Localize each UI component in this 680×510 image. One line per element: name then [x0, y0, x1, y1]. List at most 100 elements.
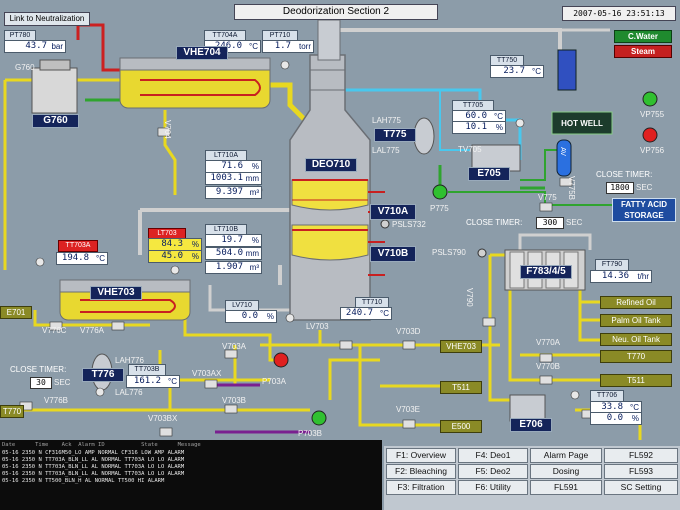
vp756-label: VP756: [640, 146, 665, 155]
fl592-button[interactable]: FL592: [604, 448, 678, 463]
close-timer-3-value[interactable]: 30: [30, 377, 52, 389]
alarm-row[interactable]: 05-16 2350 N TT500_BLN_H AL NORMAL TT500…: [2, 478, 164, 484]
t775-equipment[interactable]: T775: [374, 128, 416, 142]
fl591-button[interactable]: FL591: [530, 480, 602, 495]
pt710-unit: torr: [299, 42, 311, 51]
e705-equipment[interactable]: E705: [468, 167, 510, 181]
f4-deo1-button[interactable]: F4: Deo1: [458, 448, 528, 463]
e706-equipment[interactable]: E706: [510, 418, 552, 432]
g760-equipment[interactable]: G760: [32, 114, 79, 128]
lt710b-value-1[interactable]: 19.7%: [205, 234, 262, 247]
v776a-label: V776A: [80, 326, 105, 335]
lt710a-unit-1: %: [251, 162, 259, 171]
close-timer-2-value[interactable]: 300: [536, 217, 564, 229]
lv710-value[interactable]: 0.0%: [225, 310, 277, 323]
fl593-button[interactable]: FL593: [604, 464, 678, 479]
p703a-label: P703A: [262, 377, 287, 386]
v703bx-label: V703BX: [148, 414, 178, 423]
v703d-label: V703D: [396, 327, 421, 336]
lt710b-number-2: 504.0: [215, 248, 243, 258]
hot-well-tank[interactable]: HOT WELL: [561, 119, 603, 128]
alarm-header: Date Time Ack Alarm ID State Message: [2, 442, 201, 448]
tt706-number-2: 0.0: [606, 413, 623, 423]
neu-oil-tank-button[interactable]: Neu. Oil Tank: [600, 333, 672, 346]
lt710a-number-2: 1003.1: [210, 173, 243, 183]
v776c-label: V776C: [42, 326, 67, 335]
alarm-cell: TT703A_BLN_LL: [45, 457, 89, 463]
v710a-equipment[interactable]: V710A: [370, 204, 416, 220]
lt710b-value-3[interactable]: 1.907 m³: [205, 261, 262, 274]
lt703-number-1: 84.3: [161, 239, 183, 249]
fatty-acid-storage-button[interactable]: FATTY ACID STORAGE: [612, 198, 676, 222]
alarm-cell: 2350: [21, 450, 36, 456]
link-to-neutralization-button[interactable]: Link to Neutralization: [4, 12, 90, 26]
lt710b-number-3: 1.907: [215, 262, 243, 272]
deo710-equipment[interactable]: DEO710: [305, 158, 357, 172]
alarm-header-date: Date: [2, 442, 16, 448]
pt710-value[interactable]: 1.7 torr: [262, 40, 314, 53]
dosing-button[interactable]: Dosing: [530, 464, 602, 479]
alarm-header-ack: Ack: [61, 442, 72, 448]
tt710-unit: °C: [380, 309, 389, 318]
f1-overview-button[interactable]: F1: Overview: [386, 448, 456, 463]
lt710a-number-3: 9.397: [215, 187, 243, 197]
lt710b-unit-3: m³: [249, 263, 259, 272]
tt750-value[interactable]: 23.7°C: [490, 65, 544, 78]
alarm-cell: 05-16: [2, 464, 19, 470]
close-timer-3-unit: SEC: [54, 378, 71, 387]
t511-center-button[interactable]: T511: [440, 381, 482, 394]
alarm-list[interactable]: Date Time Ack Alarm ID State Message 05-…: [0, 440, 382, 510]
t770-button[interactable]: T770: [600, 350, 672, 363]
tt705-value-2[interactable]: 10.1%: [452, 121, 506, 134]
f783-equipment[interactable]: F783/4/5: [520, 265, 572, 279]
alarm-row[interactable]: 05-16 2350 N TT703A_BLN_LL AL NORMAL TT7…: [2, 457, 184, 463]
lt710b-unit-2: mm: [245, 249, 259, 258]
tt703a-value[interactable]: 194.8°C: [56, 252, 108, 265]
lah775-label: LAH775: [372, 116, 401, 125]
tt750-unit: °C: [532, 67, 541, 76]
v710b-equipment[interactable]: V710B: [370, 246, 416, 262]
f5-deo2-button[interactable]: F5: Deo2: [458, 464, 528, 479]
tv705-label: TV705: [458, 145, 482, 154]
lt710b-unit-1: %: [251, 236, 259, 245]
alarm-row[interactable]: 05-16 2350 N TT703A_BLN_LL AL NORMAL TT7…: [2, 471, 184, 477]
steam-button[interactable]: Steam: [614, 45, 672, 58]
alarm-cell: 2350: [21, 457, 36, 463]
alarm-cell: CF316M50_LO: [45, 450, 82, 456]
vhe703-equipment[interactable]: VHE703: [90, 286, 142, 300]
lt703-number-2: 45.0: [161, 251, 183, 261]
f3-filtration-button[interactable]: F3: Filtration: [386, 480, 456, 495]
t511-right-button[interactable]: T511: [600, 374, 672, 387]
refined-oil-button[interactable]: Refined Oil: [600, 296, 672, 309]
tt706-value-2[interactable]: 0.0%: [590, 412, 642, 425]
t776-equipment[interactable]: T776: [82, 368, 124, 382]
e500-button[interactable]: E500: [440, 420, 482, 433]
pt710-number: 1.7: [274, 41, 291, 51]
f2-bleaching-button[interactable]: F2: Bleaching: [386, 464, 456, 479]
alarm-cell: N: [38, 450, 42, 456]
vhe704-equipment[interactable]: VHE704: [176, 46, 228, 60]
alarm-row[interactable]: 05-16 2350 N CF316M50_LO AMP NORMAL CF31…: [2, 450, 184, 456]
e701-button[interactable]: E701: [0, 306, 32, 319]
sc-setting-button[interactable]: SC Setting: [604, 480, 678, 495]
alarm-cell: 05-16: [2, 457, 19, 463]
palm-oil-tank-button[interactable]: Palm Oil Tank: [600, 314, 672, 327]
f6-utility-button[interactable]: F6: Utility: [458, 480, 528, 495]
alarm-header-time: Time: [35, 442, 49, 448]
pt780-unit: bar: [51, 42, 63, 51]
vhe703-destination-button[interactable]: VHE703: [440, 340, 482, 353]
close-timer-1-value[interactable]: 1800: [606, 182, 634, 194]
tt703b-value[interactable]: 161.2°C: [126, 375, 180, 388]
tt710-value[interactable]: 240.7°C: [340, 307, 392, 320]
t770-left-button[interactable]: T770: [0, 405, 24, 418]
alarm-page-button[interactable]: Alarm Page: [530, 448, 602, 463]
lt703-value-2[interactable]: 45.0%: [148, 250, 202, 263]
cwater-button[interactable]: C.Water: [614, 30, 672, 43]
alarm-row[interactable]: 05-16 2350 N TT703A_BLN_LL AL NORMAL TT7…: [2, 464, 184, 470]
